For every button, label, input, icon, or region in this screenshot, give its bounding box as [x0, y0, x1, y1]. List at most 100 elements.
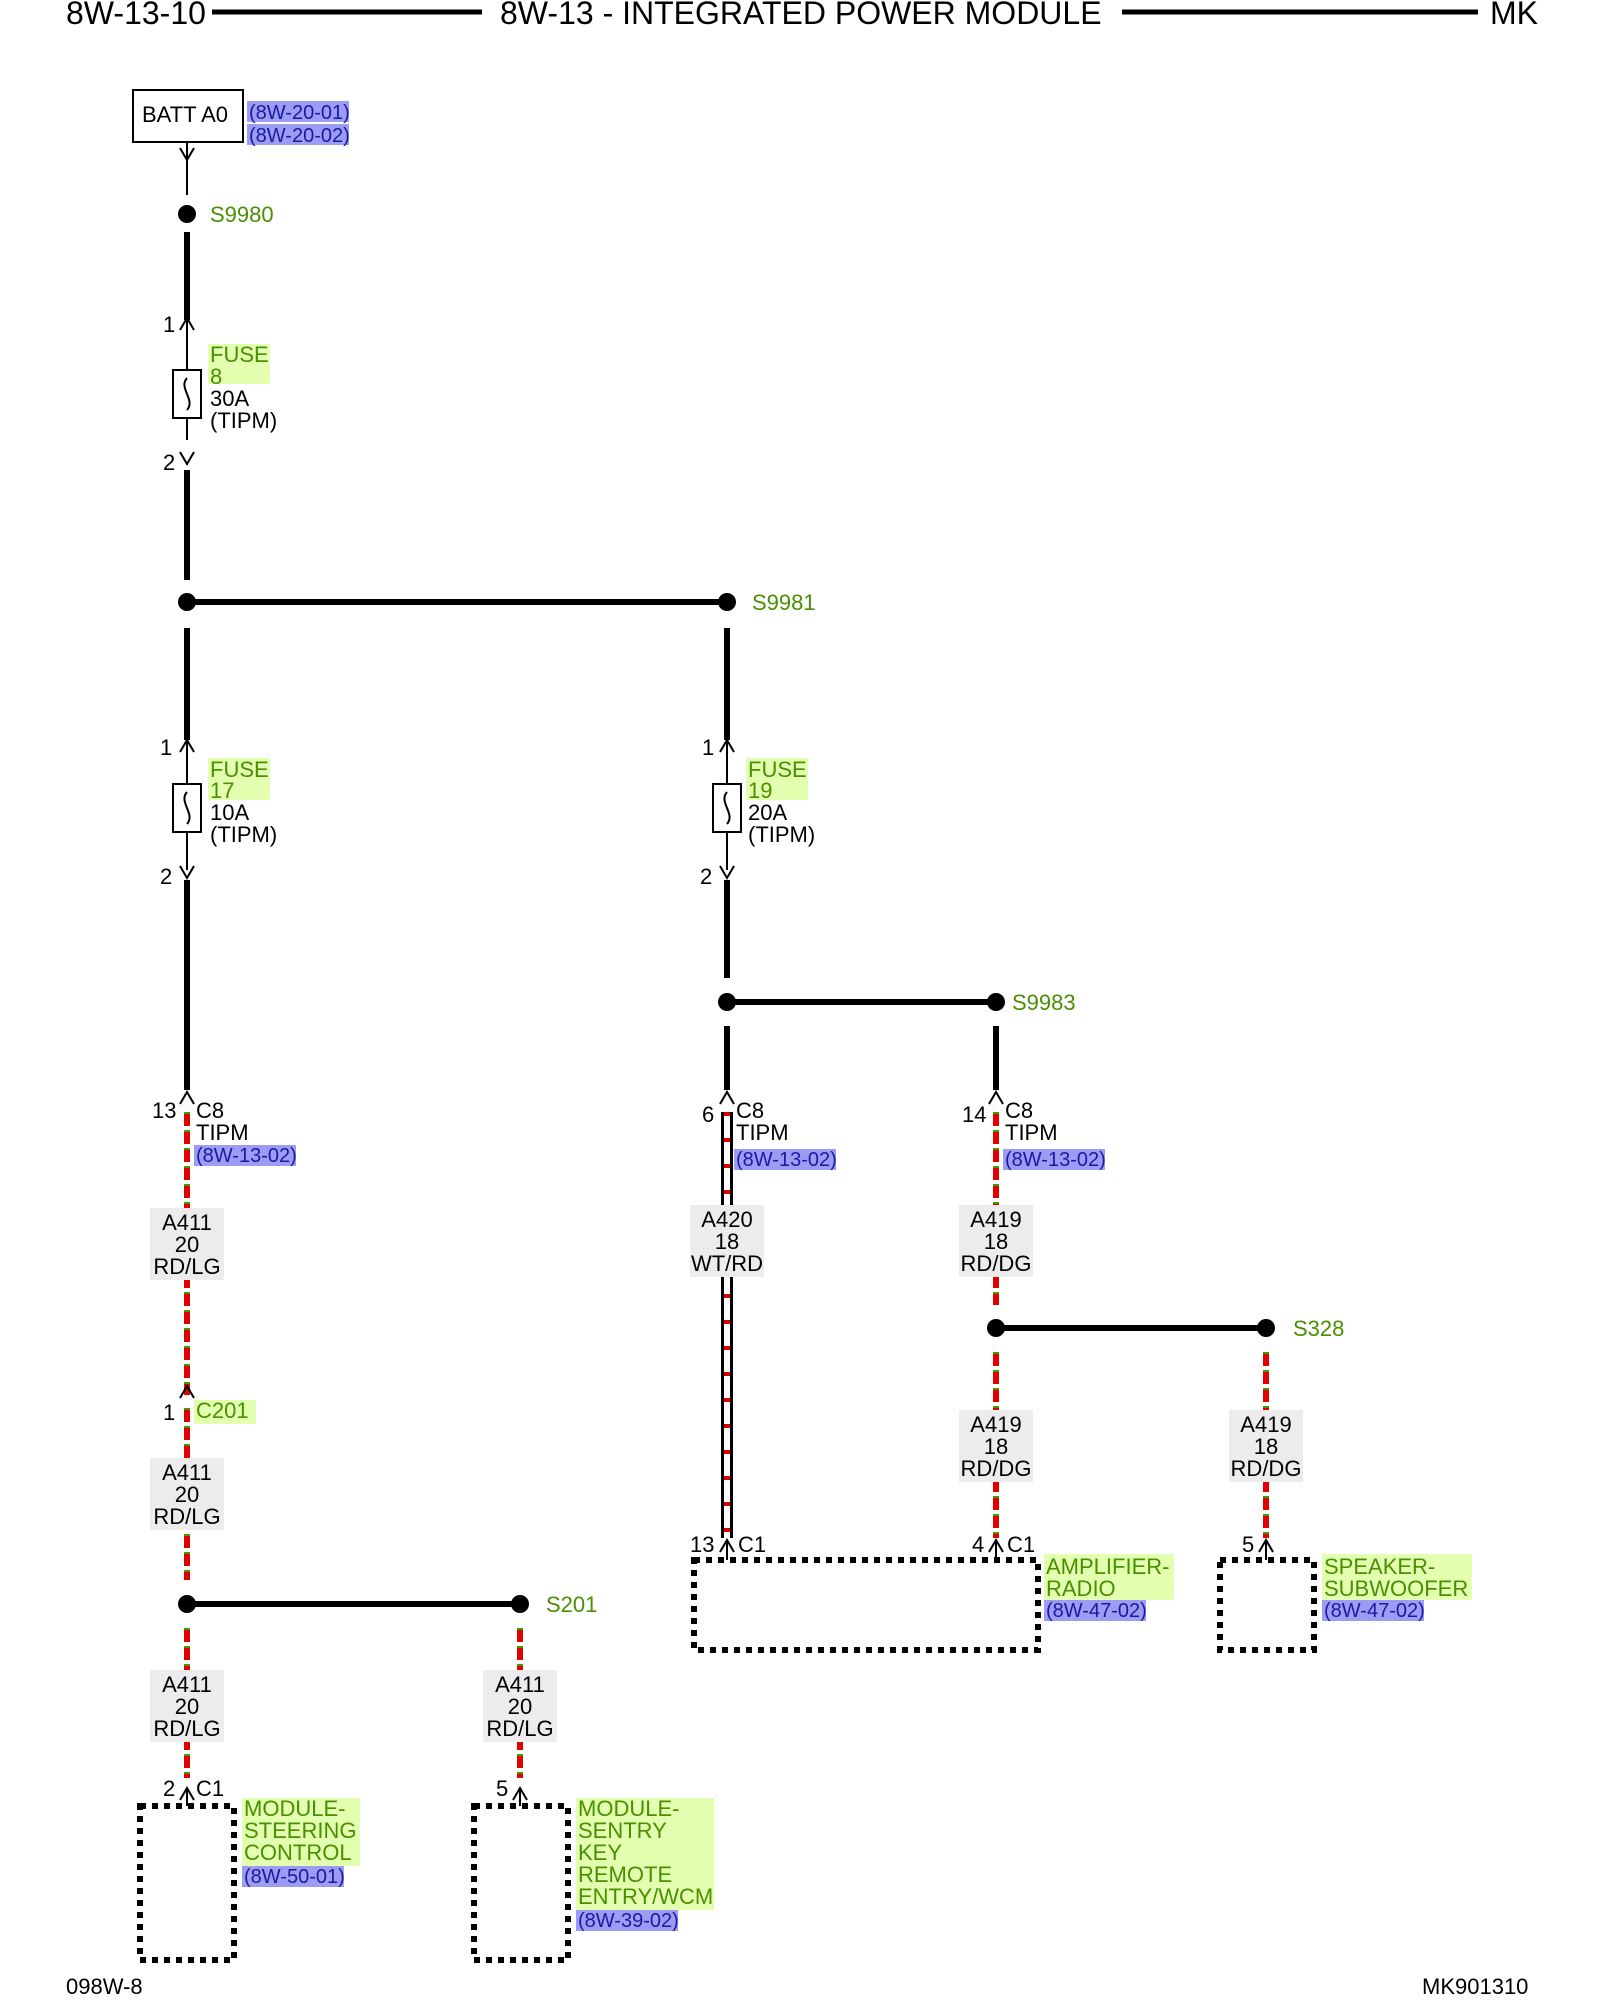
- fuse17-location: (TIPM): [210, 822, 277, 847]
- c8c-ref[interactable]: (8W-13-02): [1005, 1149, 1106, 1171]
- fuse19-name: FUSE: [748, 757, 807, 782]
- wire-a411-1-gauge: 20: [175, 1232, 199, 1257]
- wire-a420-color: WT/RD: [691, 1251, 763, 1276]
- fuse19-highlight: [746, 758, 808, 800]
- c8a-ref[interactable]: (8W-13-02): [196, 1145, 297, 1167]
- wire-a411-1-color: RD/LG: [153, 1254, 220, 1279]
- wire-a419-3-gauge: 18: [1254, 1434, 1278, 1459]
- c8b-ref[interactable]: (8W-13-02): [736, 1149, 837, 1171]
- fuse17-pin2: 2: [160, 864, 172, 889]
- fuse8-pin1: 1: [163, 312, 175, 337]
- batt-ref-2[interactable]: (8W-20-02): [249, 125, 350, 147]
- steering-line-2: STEERING: [244, 1818, 356, 1843]
- splice-s9983-dot: [987, 993, 1005, 1011]
- wire-label-bg-2: [150, 1458, 224, 1530]
- c8b-name: C8: [736, 1098, 764, 1123]
- module-steering-box[interactable]: [137, 1803, 237, 1963]
- c201-name: C201: [196, 1398, 249, 1423]
- splice-s9981-dot: [718, 593, 736, 611]
- wire-a419-2-color: RD/DG: [961, 1456, 1032, 1481]
- footer-right-code: MK901310: [1422, 1974, 1528, 1999]
- c8a-ref-highlight: [194, 1145, 296, 1166]
- c8c-module: TIPM: [1005, 1120, 1058, 1145]
- wire-a411-3-circuit: A411: [162, 1672, 212, 1697]
- wire-a411-2-circuit: A411: [162, 1460, 212, 1485]
- wire-a411-4-circuit: A411: [495, 1672, 545, 1697]
- page-id: 8W-13-10: [66, 0, 206, 31]
- steering-ref[interactable]: (8W-50-01): [244, 1866, 345, 1888]
- splice-s201-label: S201: [546, 1592, 597, 1617]
- wire-a411-2-gauge: 20: [175, 1482, 199, 1507]
- sub-line-2: SUBWOOFER: [1324, 1576, 1468, 1601]
- wire-a411-1-circuit: A411: [162, 1210, 212, 1235]
- fuse17-element: [183, 791, 191, 825]
- splice-s9983-label: S9983: [1012, 990, 1076, 1015]
- fuse8-number: 8: [210, 364, 222, 389]
- amp-c1a-pin: 13: [690, 1532, 714, 1557]
- sentry-label-highlight: [576, 1798, 714, 1910]
- c8c-arrow: [988, 1090, 1004, 1105]
- amp-label-highlight: [1044, 1554, 1174, 1600]
- steering-label-highlight: [242, 1798, 360, 1866]
- wire-label-bg-7: [959, 1410, 1033, 1482]
- batt-ref-1-highlight: [247, 101, 349, 122]
- steering-c1-pin: 2: [163, 1776, 175, 1801]
- c8a-module: TIPM: [196, 1120, 249, 1145]
- steering-ref-highlight: [242, 1866, 344, 1887]
- module-sentry-box[interactable]: [471, 1803, 571, 1963]
- steering-line-3: CONTROL: [244, 1840, 352, 1865]
- sentry-line-3: KEY: [578, 1840, 622, 1865]
- c8b-arrow: [719, 1090, 735, 1105]
- amp-ref[interactable]: (8W-47-02): [1046, 1600, 1147, 1622]
- sentry-line-4: REMOTE: [578, 1862, 672, 1887]
- fuse19-location: (TIPM): [748, 822, 815, 847]
- amplifier-radio-box[interactable]: [691, 1557, 1041, 1653]
- wire-a419-2-circuit: A419: [970, 1412, 1021, 1437]
- wire-a419-3-color: RD/DG: [1231, 1456, 1302, 1481]
- fuse17-highlight: [208, 758, 270, 800]
- wire-a419-2-gauge: 18: [984, 1434, 1008, 1459]
- fuse8-location: (TIPM): [210, 408, 277, 433]
- fuse8-pin2: 2: [163, 450, 175, 475]
- batt-connector-arrow: [179, 147, 195, 162]
- fuse19-pin1: 1: [702, 735, 714, 760]
- wire-a411-4-color: RD/LG: [486, 1716, 553, 1741]
- sentry-line-5: ENTRY/WCM: [578, 1884, 713, 1909]
- fuse19-pin2: 2: [700, 864, 712, 889]
- c201-highlight: [194, 1400, 256, 1424]
- amp-line-2: RADIO: [1046, 1576, 1116, 1601]
- c8b-ref-highlight: [734, 1149, 836, 1170]
- sub-pin: 5: [1242, 1532, 1254, 1557]
- c8c-name: C8: [1005, 1098, 1033, 1123]
- c201-arrow: [179, 1384, 195, 1399]
- sub-ref-highlight: [1322, 1600, 1424, 1621]
- c8a-arrow: [179, 1090, 195, 1105]
- splice-s9980-label: S9980: [210, 202, 274, 227]
- sentry-line-1: MODULE-: [578, 1796, 679, 1821]
- fuse8-name: FUSE: [210, 342, 269, 367]
- wire-a411-4-gauge: 20: [508, 1694, 532, 1719]
- wire-a420-gauge: 18: [715, 1229, 739, 1254]
- batt-ref-1[interactable]: (8W-20-01): [249, 102, 350, 124]
- speaker-subwoofer-box[interactable]: [1217, 1557, 1317, 1653]
- c8b-module: TIPM: [736, 1120, 789, 1145]
- c201-pin: 1: [163, 1400, 175, 1425]
- steering-c1-name: C1: [196, 1776, 224, 1801]
- c8b-pin: 6: [702, 1102, 714, 1127]
- batt-a0-box: [132, 89, 244, 143]
- c8a-pin: 13: [152, 1098, 176, 1123]
- batt-a0-label: BATT A0: [142, 102, 228, 127]
- splice-s328-dot: [1257, 1319, 1275, 1337]
- fuse19-number: 19: [748, 778, 772, 803]
- fuse17-pin2-arrow: [179, 865, 195, 880]
- wire-label-bg-8: [1229, 1410, 1303, 1482]
- wire-a419-1-circuit: A419: [970, 1207, 1021, 1232]
- footer-left-code: 098W-8: [66, 1974, 143, 1999]
- fuse8-pin1-arrow: [179, 316, 195, 331]
- sentry-pin: 5: [496, 1776, 508, 1801]
- sub-ref[interactable]: (8W-47-02): [1324, 1600, 1425, 1622]
- sentry-ref[interactable]: (8W-39-02): [578, 1910, 679, 1932]
- fuse8-highlight: [208, 344, 270, 384]
- splice-s9980-dot: [178, 205, 196, 223]
